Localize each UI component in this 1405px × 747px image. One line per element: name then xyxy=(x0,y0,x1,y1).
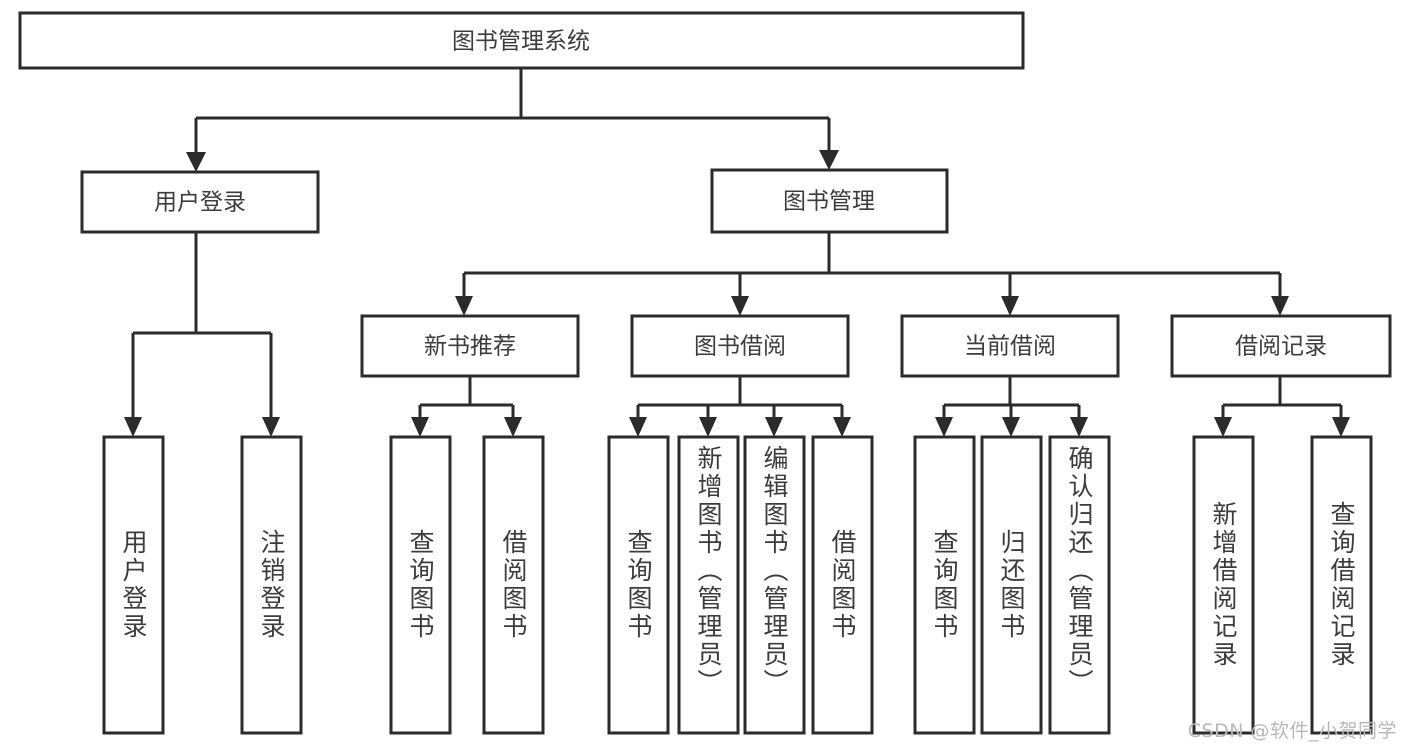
node-root-label: 图书管理系统 xyxy=(452,29,590,55)
leaf-box-cb-query-book[interactable] xyxy=(913,435,976,735)
arrowhead-bb-leaf2 xyxy=(699,417,717,437)
arrowhead-book-borrow xyxy=(731,296,749,316)
node-borrow-record[interactable]: 借阅记录 xyxy=(1170,314,1392,378)
node-borrow-record-label: 借阅记录 xyxy=(1235,334,1327,360)
node-book-management-box[interactable] xyxy=(710,168,949,234)
edges-user-login-to-leaves xyxy=(124,232,280,437)
node-current-borrow-box[interactable] xyxy=(900,314,1120,378)
leaf-box-cb-return-book[interactable] xyxy=(980,435,1043,735)
edges-borrow-record-to-leaves xyxy=(1214,376,1350,437)
watermark-text: CSDN @软件_小贺同学 xyxy=(1187,720,1397,742)
arrowhead-new-book xyxy=(455,296,473,316)
arrowhead-bb-leaf3 xyxy=(765,417,783,437)
node-current-borrow[interactable]: 当前借阅 xyxy=(900,314,1120,378)
edges-book-borrow-to-leaves xyxy=(629,376,851,437)
node-book-borrow-box[interactable] xyxy=(630,314,850,378)
node-book-borrow[interactable]: 图书借阅 xyxy=(630,314,850,378)
leaf-box-br-add-record[interactable] xyxy=(1192,435,1255,735)
leaf-boxes xyxy=(102,435,1373,735)
leaf-box-bb-borrow-book[interactable] xyxy=(811,435,874,735)
leaf-box-nb-borrow-book[interactable] xyxy=(482,435,545,735)
leaf-box-bb-query-book[interactable] xyxy=(607,435,670,735)
node-borrow-record-box[interactable] xyxy=(1170,314,1392,378)
leaf-box-logout[interactable] xyxy=(240,435,303,735)
leaf-box-bb-add-book[interactable] xyxy=(677,435,740,735)
leaf-box-nb-query-book[interactable] xyxy=(389,435,452,735)
arrowhead-br-leaf1 xyxy=(1214,417,1232,437)
arrowhead-bb-leaf1 xyxy=(629,417,647,437)
node-book-management-label: 图书管理 xyxy=(783,189,875,215)
node-new-book-recommend-box[interactable] xyxy=(360,314,580,378)
arrowhead-bb-leaf4 xyxy=(833,417,851,437)
node-new-book-recommend-label: 新书推荐 xyxy=(424,334,516,360)
leaf-box-br-query-record[interactable] xyxy=(1310,435,1373,735)
node-new-book-recommend[interactable]: 新书推荐 xyxy=(360,314,580,378)
arrowhead-cb-leaf3 xyxy=(1070,417,1088,437)
node-root[interactable]: 图书管理系统 xyxy=(18,11,1025,70)
edges-root-to-level2 xyxy=(186,68,839,172)
node-user-login[interactable]: 用户登录 xyxy=(80,170,320,234)
arrowhead-br-leaf2 xyxy=(1332,417,1350,437)
node-current-borrow-label: 当前借阅 xyxy=(964,334,1056,360)
arrowhead-current-borrow xyxy=(1001,296,1019,316)
arrowhead-leaf-logout xyxy=(262,417,280,437)
node-user-login-box[interactable] xyxy=(80,170,320,234)
leaf-box-user-login[interactable] xyxy=(102,435,165,735)
node-root-box[interactable] xyxy=(18,11,1025,70)
arrowhead-nb-leaf1 xyxy=(411,417,429,437)
edges-book-mgmt-to-level3 xyxy=(455,232,1289,316)
arrowhead-borrow-record xyxy=(1271,296,1289,316)
arrowhead-cb-leaf2 xyxy=(1002,417,1020,437)
arrowhead-nb-leaf2 xyxy=(504,417,522,437)
edges-current-borrow-to-leaves xyxy=(935,376,1088,437)
arrowhead-leaf-user-login xyxy=(124,417,142,437)
arrowhead-book-mgmt xyxy=(819,150,839,170)
node-user-login-label: 用户登录 xyxy=(154,190,246,216)
node-book-management[interactable]: 图书管理 xyxy=(710,168,949,234)
arrowhead-user-login xyxy=(186,152,206,172)
leaf-box-bb-edit-book[interactable] xyxy=(743,435,806,735)
leaf-box-cb-confirm-return[interactable] xyxy=(1048,435,1111,735)
edges-new-book-to-leaves xyxy=(411,376,522,437)
arrowhead-cb-leaf1 xyxy=(935,417,953,437)
node-book-borrow-label: 图书借阅 xyxy=(694,334,786,360)
